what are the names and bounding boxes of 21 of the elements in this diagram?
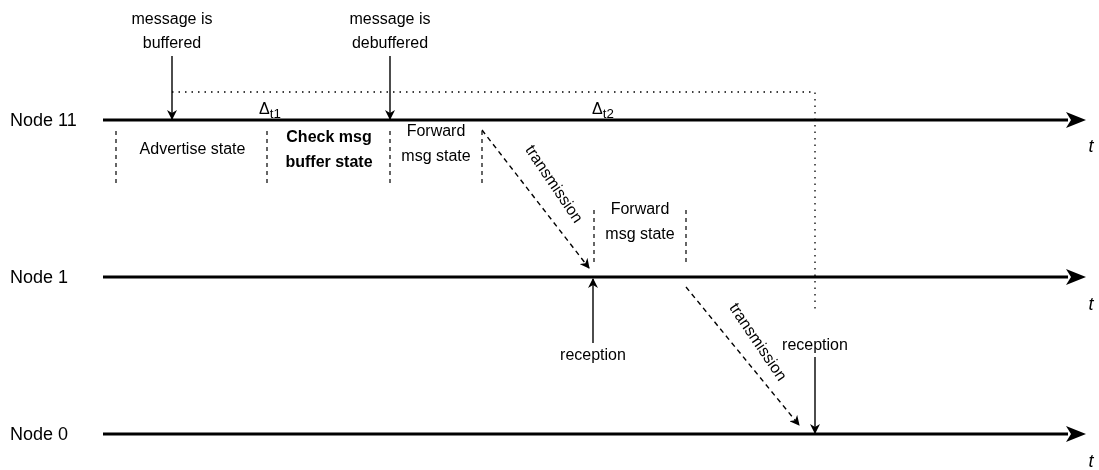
arrow	[588, 278, 598, 344]
event-label: reception	[548, 343, 638, 367]
state-label: Forward msg state	[400, 121, 472, 166]
arrow	[685, 286, 800, 426]
arrow	[385, 55, 395, 120]
timeline-label: Node 1	[10, 267, 69, 287]
time-interval-label: Δ$_{t1}$	[258, 99, 282, 124]
event-label: message is buffered	[112, 6, 232, 56]
axis-label: t	[1087, 135, 1095, 158]
arrow	[167, 55, 177, 120]
state-label: Check msg buffer state	[284, 127, 374, 172]
arrow	[481, 129, 590, 269]
axis-label: t	[1087, 293, 1095, 316]
axis-label: t	[1087, 450, 1095, 470]
timeline-label: Node 0	[10, 424, 69, 444]
arrow	[810, 356, 820, 434]
time-interval-label: Δ$_{t2}$	[591, 99, 615, 124]
event-label: message is debuffered	[325, 6, 455, 56]
state-label: Advertise state	[138, 139, 247, 159]
timeline-label: Node 11	[10, 110, 77, 130]
state-label: Forward msg state	[604, 199, 676, 244]
